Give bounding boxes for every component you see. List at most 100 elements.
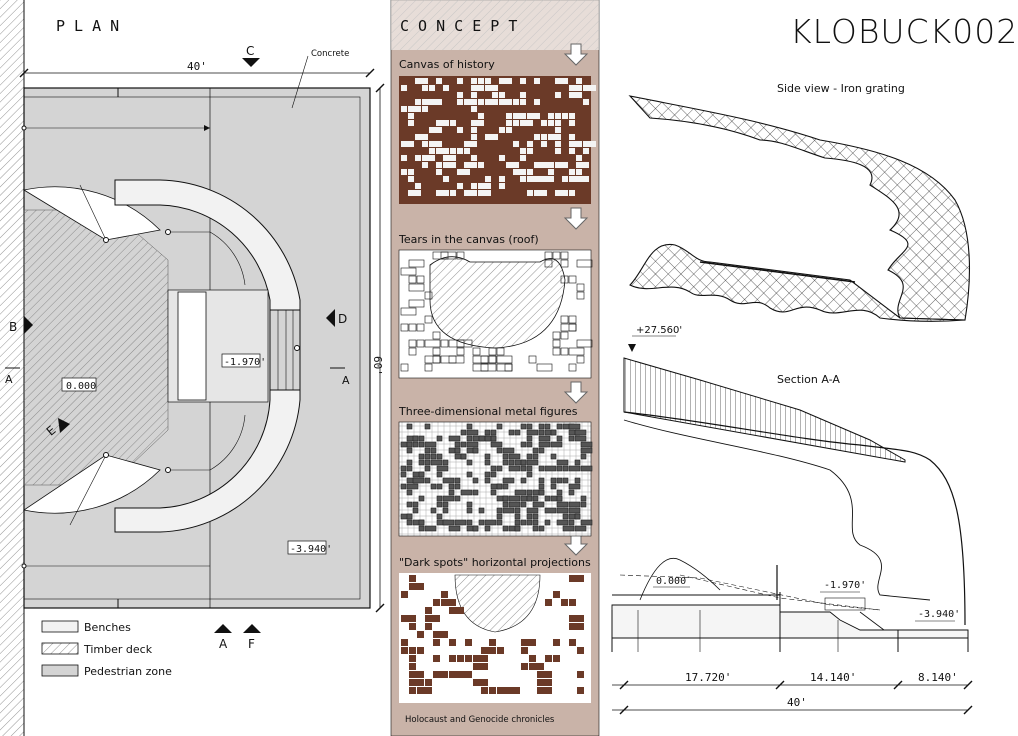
pattern-cell: [457, 655, 464, 662]
pattern-cell: [513, 120, 519, 126]
pattern-cell: [485, 176, 491, 182]
pattern-cell: [406, 519, 413, 526]
pattern-cell: [490, 489, 497, 496]
pattern-cell: [471, 127, 477, 133]
pattern-cell: [408, 275, 417, 284]
pattern-cell: [484, 525, 491, 532]
section-arrow-icon: [214, 624, 232, 633]
pattern-cell: [538, 429, 545, 436]
pattern-cell: [532, 495, 539, 502]
pattern-cell: [436, 190, 449, 196]
pattern-cell: [538, 525, 545, 532]
pattern-cell: [508, 429, 515, 436]
pattern-cell: [526, 453, 533, 460]
pattern-cell: [497, 687, 512, 694]
pattern-cell: [412, 441, 419, 448]
bench-arc-top: [22, 186, 161, 241]
pattern-cell: [569, 623, 584, 630]
pattern-cell: [520, 99, 526, 105]
pattern-cell: [544, 519, 551, 526]
pattern-cell: [449, 607, 464, 614]
plan-dim-height: 60': [371, 356, 384, 376]
marker-f: F: [248, 637, 255, 651]
pattern-cell: [432, 355, 441, 364]
pattern-cell: [409, 647, 416, 654]
legend-swatch-pedestrian: [41, 664, 79, 677]
section-top-level: +27.560': [636, 325, 682, 336]
pattern-cell: [436, 513, 443, 520]
pattern-cell: [526, 429, 539, 436]
pattern-cell: [538, 447, 545, 454]
pattern-cell: [532, 447, 539, 454]
pattern-cell: [514, 519, 521, 526]
plan-level-1: -1.970': [224, 357, 266, 368]
pattern-cell: [464, 141, 477, 147]
pattern-cell: [485, 78, 491, 84]
pattern-cell: [502, 495, 509, 502]
pattern-cell: [406, 501, 413, 508]
pattern-cell: [544, 423, 551, 430]
pattern-cell: [436, 435, 443, 442]
pattern-cell: [425, 615, 440, 622]
pattern-cell: [496, 513, 503, 520]
pattern-cell: [532, 525, 539, 532]
pattern-cell: [574, 429, 587, 436]
pattern-cell: [490, 441, 503, 448]
pattern-cell: [527, 176, 540, 182]
pattern-cell: [415, 155, 421, 161]
pattern-cell: [562, 525, 575, 532]
pattern-cell: [568, 323, 577, 332]
pattern-cell: [406, 447, 413, 454]
pattern-cell: [499, 99, 512, 105]
pattern-cell: [576, 169, 582, 175]
pattern-cell: [484, 453, 491, 460]
section-arrow-icon: [58, 418, 70, 433]
pattern-cell: [488, 347, 497, 356]
pattern-cell: [556, 459, 569, 466]
pattern-cell: [400, 471, 407, 478]
pattern-cell: [534, 78, 540, 84]
pattern-cell: [568, 363, 577, 372]
pattern-cell: [440, 339, 449, 348]
pattern-cell: [409, 679, 424, 686]
pattern-cell: [406, 489, 413, 496]
pattern-cell: [538, 465, 545, 472]
pattern-cell: [550, 441, 563, 448]
pattern-cell: [568, 507, 581, 514]
pattern-cell: [538, 423, 545, 430]
pattern-cell: [556, 465, 563, 472]
side-view-upper: [628, 95, 970, 321]
pattern-cell: [536, 363, 553, 372]
pattern-cell: [560, 259, 569, 268]
elevation-panel: Side view - Iron grating Section A-A +27…: [611, 82, 973, 715]
pattern-cell: [521, 663, 528, 670]
pattern-cell: [466, 471, 473, 478]
pattern-cell: [464, 190, 477, 196]
pattern-cell: [418, 471, 425, 478]
pattern-cell: [448, 489, 455, 496]
concept-heading: C O N C E P T: [400, 17, 517, 35]
pattern-cell: [415, 183, 421, 189]
pattern-cell: [478, 99, 484, 105]
pattern-cell: [478, 113, 484, 119]
pattern-cell: [401, 155, 407, 161]
pattern-cell: [400, 267, 417, 276]
pattern-cell: [499, 92, 505, 98]
pattern-cell: [541, 120, 547, 126]
pattern-cell: [569, 120, 575, 126]
pattern-cell: [526, 489, 533, 496]
pattern-cell: [534, 162, 547, 168]
pattern-cell: [576, 291, 585, 300]
pattern-cell: [568, 347, 585, 356]
pattern-cell: [457, 99, 463, 105]
pattern-cell: [449, 655, 456, 662]
pattern-cell: [408, 299, 425, 308]
pattern-cell: [520, 155, 526, 161]
pattern-cell: [454, 495, 461, 502]
pattern-cell: [508, 459, 515, 466]
step-arrow-icon: [563, 43, 589, 556]
pattern-cell: [569, 575, 584, 582]
pattern-cell: [552, 251, 561, 260]
pattern-cell: [544, 465, 557, 472]
pattern-cell: [425, 679, 432, 686]
